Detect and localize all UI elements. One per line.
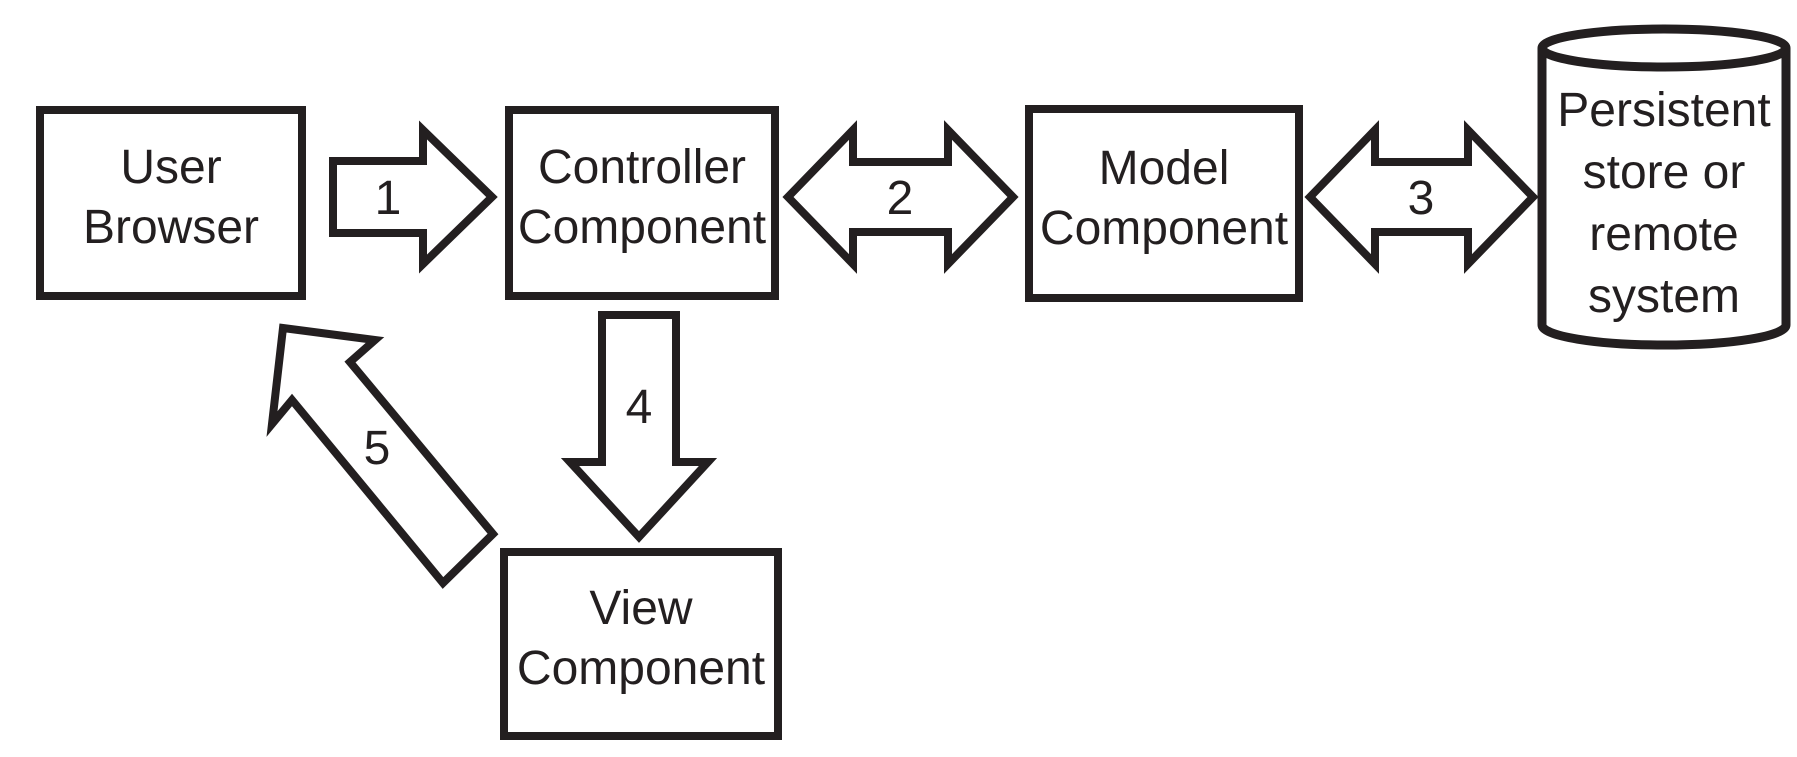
controller-label-line1: Controller (537, 141, 747, 194)
arrow-1-label: 1 (374, 172, 402, 225)
arrow-1-right-block-arrow (329, 120, 498, 274)
view-label-line2: Component (516, 642, 766, 695)
user-browser-label-line2: Browser (82, 201, 260, 254)
arrow-4-label: 4 (625, 381, 653, 434)
view-component-box: View Component (500, 548, 782, 740)
persistent-store-label-line2: store or (1582, 146, 1746, 199)
arrow-2-label: 2 (886, 172, 914, 225)
arrow-4-down-block-arrow (560, 311, 718, 543)
arrow-2-double-block-arrow (782, 120, 1019, 274)
user-browser-box: User Browser (36, 106, 306, 300)
controller-component-box: Controller Component (505, 106, 779, 300)
model-label-line1: Model (1098, 141, 1230, 195)
controller-label-line2: Component (517, 201, 767, 254)
persistent-store-cylinder-top (1537, 24, 1791, 72)
arrow-5-diagonal-block-arrow (266, 323, 499, 589)
arrow-3-double-block-arrow (1304, 120, 1539, 274)
persistent-store-label: Persistent store or remote system (1542, 80, 1786, 328)
model-label-line2: Component (1039, 201, 1289, 255)
model-component-box: Model Component (1025, 105, 1303, 302)
view-label-line1: View (589, 582, 693, 635)
persistent-store-label-line4: system (1587, 270, 1740, 323)
arrow-5-label: 5 (363, 422, 391, 475)
persistent-store-label-line3: remote (1589, 208, 1739, 261)
user-browser-label-line1: User (120, 141, 222, 194)
persistent-store-cylinder-body (1537, 48, 1791, 350)
persistent-store-label-line1: Persistent (1557, 84, 1771, 137)
arrow-3-label: 3 (1407, 172, 1435, 225)
